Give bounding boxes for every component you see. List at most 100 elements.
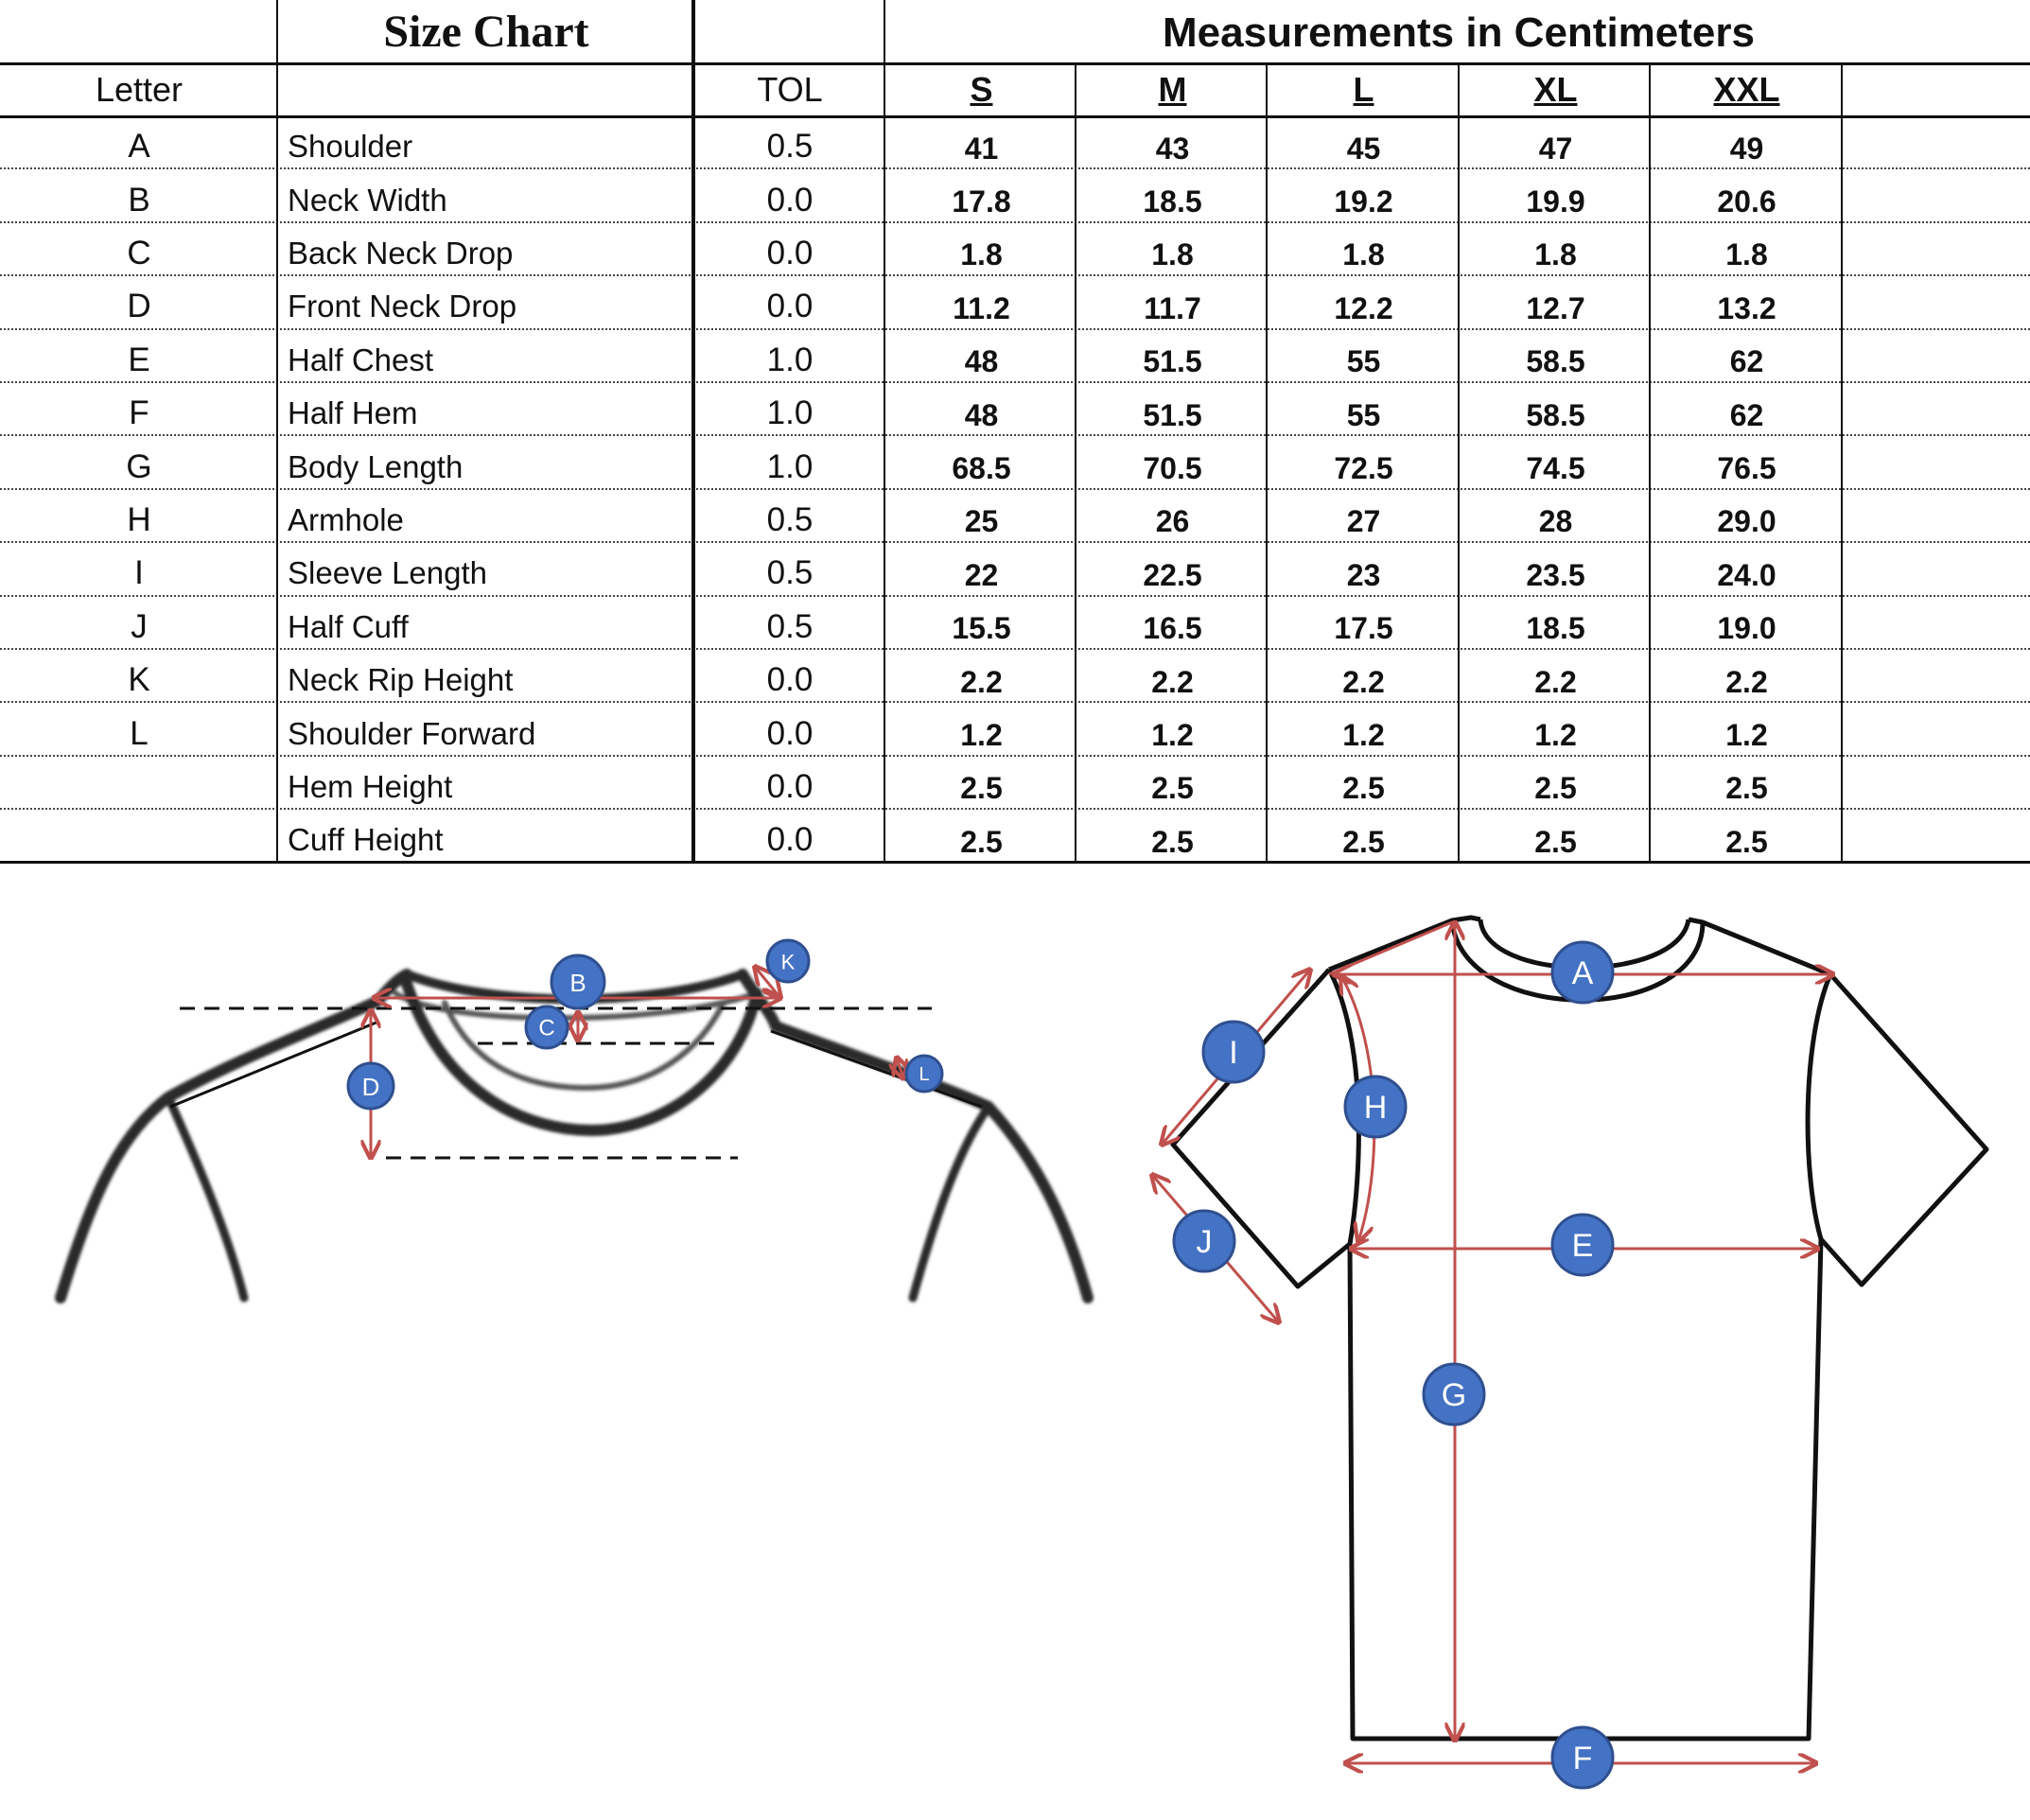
cell-size-m: 51.5 bbox=[1143, 397, 1202, 432]
cell-size-xl: 12.7 bbox=[1526, 290, 1585, 325]
cell-name: Body Length bbox=[288, 448, 464, 484]
grid-line bbox=[0, 808, 2030, 811]
cell-letter: F bbox=[129, 394, 149, 432]
cell-tol: 0.5 bbox=[766, 128, 814, 166]
cell-size-l: 72.5 bbox=[1334, 451, 1393, 486]
badge-label: L bbox=[919, 1064, 929, 1085]
cell-letter: A bbox=[128, 128, 150, 166]
cell-size-s: 41 bbox=[964, 131, 999, 166]
cell-size-xxl: 1.8 bbox=[1725, 237, 1768, 272]
grid-line bbox=[1649, 64, 1651, 863]
badge-f: F bbox=[1550, 1725, 1615, 1790]
measurements-title: Measurements in Centimeters bbox=[1163, 9, 1755, 56]
cell-size-m: 70.5 bbox=[1143, 451, 1202, 486]
badge-l: L bbox=[904, 1054, 944, 1094]
cell-size-l: 2.5 bbox=[1342, 824, 1385, 859]
badge-label: A bbox=[1572, 955, 1594, 991]
cell-size-m: 2.2 bbox=[1151, 664, 1194, 699]
cell-tol: 0.0 bbox=[766, 821, 814, 859]
grid-line bbox=[0, 115, 2030, 118]
cell-size-xl: 47 bbox=[1538, 131, 1573, 166]
cell-size-s: 15.5 bbox=[952, 611, 1011, 646]
column-header-size-m: M bbox=[1158, 70, 1187, 109]
cell-tol: 0.5 bbox=[766, 554, 814, 592]
cell-size-xl: 18.5 bbox=[1526, 611, 1585, 646]
cell-size-s: 11.2 bbox=[953, 290, 1010, 325]
cell-size-l: 19.2 bbox=[1334, 184, 1393, 219]
cell-tol: 1.0 bbox=[766, 394, 814, 432]
size-chart-title: Size Chart bbox=[383, 6, 589, 57]
cell-size-m: 11.7 bbox=[1144, 290, 1201, 325]
cell-size-s: 22 bbox=[964, 557, 999, 592]
badge-d: D bbox=[346, 1061, 395, 1111]
cell-letter: E bbox=[128, 341, 150, 378]
badge-label: F bbox=[1573, 1741, 1593, 1776]
cell-tol: 1.0 bbox=[766, 447, 814, 485]
grid-line bbox=[1266, 64, 1268, 863]
cell-size-xxl: 2.5 bbox=[1725, 771, 1768, 806]
cell-letter: K bbox=[128, 661, 150, 699]
cell-tol: 0.5 bbox=[766, 607, 814, 645]
grid-line bbox=[1841, 64, 1843, 863]
cell-letter: B bbox=[128, 181, 150, 219]
cell-size-m: 1.2 bbox=[1151, 718, 1194, 753]
cell-size-xxl: 24.0 bbox=[1717, 557, 1776, 592]
cell-size-xl: 58.5 bbox=[1526, 344, 1585, 379]
column-header-size-xxl: XXL bbox=[1713, 70, 1780, 109]
cell-size-xxl: 29.0 bbox=[1717, 504, 1776, 539]
cell-tol: 0.0 bbox=[766, 661, 814, 699]
cell-letter: L bbox=[130, 714, 149, 752]
cell-size-xl: 74.5 bbox=[1526, 451, 1585, 486]
grid-line bbox=[0, 62, 2030, 65]
cell-tol: 0.0 bbox=[766, 234, 814, 271]
cell-tol: 1.0 bbox=[766, 341, 814, 378]
badge-label: D bbox=[362, 1073, 380, 1101]
cell-size-xxl: 62 bbox=[1729, 397, 1764, 432]
cell-size-s: 68.5 bbox=[952, 451, 1011, 486]
cell-size-xl: 2.5 bbox=[1534, 771, 1577, 806]
column-header-size-s: S bbox=[970, 70, 993, 109]
grid-line bbox=[0, 541, 2030, 544]
cell-name: Armhole bbox=[288, 501, 404, 537]
grid-line bbox=[0, 701, 2030, 704]
cell-size-s: 1.8 bbox=[960, 237, 1003, 272]
cell-size-s: 2.5 bbox=[960, 824, 1003, 859]
cell-size-xl: 1.2 bbox=[1534, 718, 1577, 753]
cell-size-xl: 28 bbox=[1538, 504, 1573, 539]
grid-line bbox=[691, 0, 695, 863]
cell-size-xxl: 2.5 bbox=[1725, 824, 1768, 859]
cell-size-l: 1.8 bbox=[1342, 237, 1385, 272]
cell-name: Front Neck Drop bbox=[288, 289, 517, 324]
cell-size-s: 25 bbox=[964, 504, 999, 539]
badge-b: B bbox=[550, 954, 606, 1010]
badge-i: I bbox=[1201, 1020, 1266, 1084]
cell-size-s: 1.2 bbox=[960, 718, 1003, 753]
badge-label: B bbox=[569, 969, 586, 997]
cell-size-l: 55 bbox=[1346, 397, 1381, 432]
grid-line bbox=[0, 487, 2030, 490]
cell-letter: I bbox=[134, 554, 144, 592]
grid-line bbox=[1075, 64, 1076, 863]
grid-line bbox=[884, 0, 885, 863]
cell-size-m: 26 bbox=[1155, 504, 1190, 539]
cell-size-l: 2.5 bbox=[1342, 771, 1385, 806]
cell-name: Half Hem bbox=[288, 395, 418, 431]
cell-name: Neck Rip Height bbox=[288, 662, 514, 698]
cell-size-m: 1.8 bbox=[1151, 237, 1194, 272]
cell-size-l: 17.5 bbox=[1334, 611, 1393, 646]
cell-size-m: 16.5 bbox=[1143, 611, 1202, 646]
grid-line bbox=[0, 860, 2030, 864]
shoulder-lines bbox=[169, 1020, 983, 1109]
badge-a: A bbox=[1550, 940, 1615, 1005]
badge-label: I bbox=[1229, 1035, 1237, 1071]
badge-g: G bbox=[1422, 1362, 1486, 1426]
cell-tol: 0.0 bbox=[766, 767, 814, 805]
badge-label: K bbox=[781, 951, 796, 974]
cell-name: Hem Height bbox=[288, 768, 453, 804]
cell-size-xxl: 62 bbox=[1729, 344, 1764, 379]
cell-size-l: 12.2 bbox=[1334, 290, 1393, 325]
cell-size-xxl: 19.0 bbox=[1717, 611, 1776, 646]
